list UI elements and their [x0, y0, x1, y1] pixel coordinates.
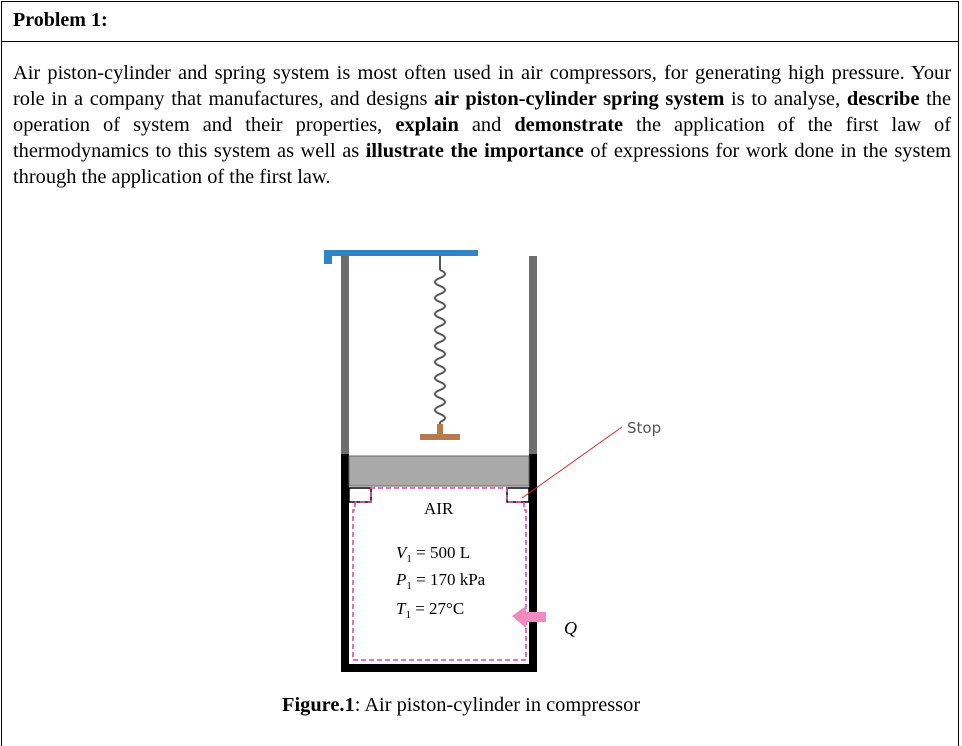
- spring-base-plate: [420, 434, 460, 440]
- pressure-label: P1 = 170 kPa: [395, 570, 486, 592]
- statement-text-3: the operation of system and their proper…: [13, 88, 951, 136]
- air-label: AIR: [424, 499, 454, 518]
- spring-base-stem: [437, 424, 443, 438]
- statement-text-6: of expressions for work done in the syst…: [13, 140, 951, 188]
- cylinder-bottom: [341, 664, 537, 672]
- problem-header-box: [1, 1, 959, 41]
- top-plate: [324, 250, 478, 256]
- piston-cylinder-figure: Stop AIR V1 = 500 L P1 = 170 kPa T1 = 27…: [324, 250, 661, 672]
- left-stop: [348, 487, 372, 503]
- statement-text-4: and: [458, 114, 515, 136]
- cylinder-left-wall-lower: [341, 454, 349, 670]
- statement-text-2: is to analyse,: [724, 88, 847, 110]
- caption-text: : Air piston-cylinder in compressor: [354, 694, 641, 716]
- top-plate-lip: [324, 256, 332, 264]
- stop-label: Stop: [627, 419, 661, 437]
- statement-bold-1: air piston-cylinder spring system: [434, 88, 725, 110]
- cylinder-left-wall-upper: [341, 256, 349, 454]
- heat-label: Q: [564, 618, 577, 638]
- stop-leader-line: [521, 426, 623, 499]
- caption-bold: Figure.1: [282, 694, 355, 716]
- system-boundary: [352, 487, 527, 661]
- heat-arrow-icon: [512, 606, 546, 628]
- temperature-label: T1 = 27°C: [396, 599, 464, 621]
- statement-text-5: the application of the first law of ther…: [13, 114, 952, 162]
- statement-text-1: Air piston-cylinder and spring system is…: [13, 62, 951, 110]
- problem-statement: Air piston-cylinder and spring system is…: [13, 60, 951, 190]
- volume-label: V1 = 500 L: [396, 543, 470, 565]
- problem-body-box: [1, 41, 959, 746]
- piston: [348, 455, 530, 487]
- statement-bold-5: illustrate the importance: [365, 140, 584, 162]
- cylinder-right-wall-upper: [529, 256, 537, 454]
- statement-bold-2: describe: [846, 88, 920, 110]
- statement-bold-4: demonstrate: [514, 114, 624, 136]
- problem-title: Problem 1:: [13, 9, 108, 31]
- figure-caption: Figure.1: Air piston-cylinder in compres…: [282, 694, 640, 717]
- cylinder-right-wall-lower: [529, 454, 537, 670]
- statement-bold-3: explain: [395, 114, 459, 136]
- spring: [434, 256, 446, 430]
